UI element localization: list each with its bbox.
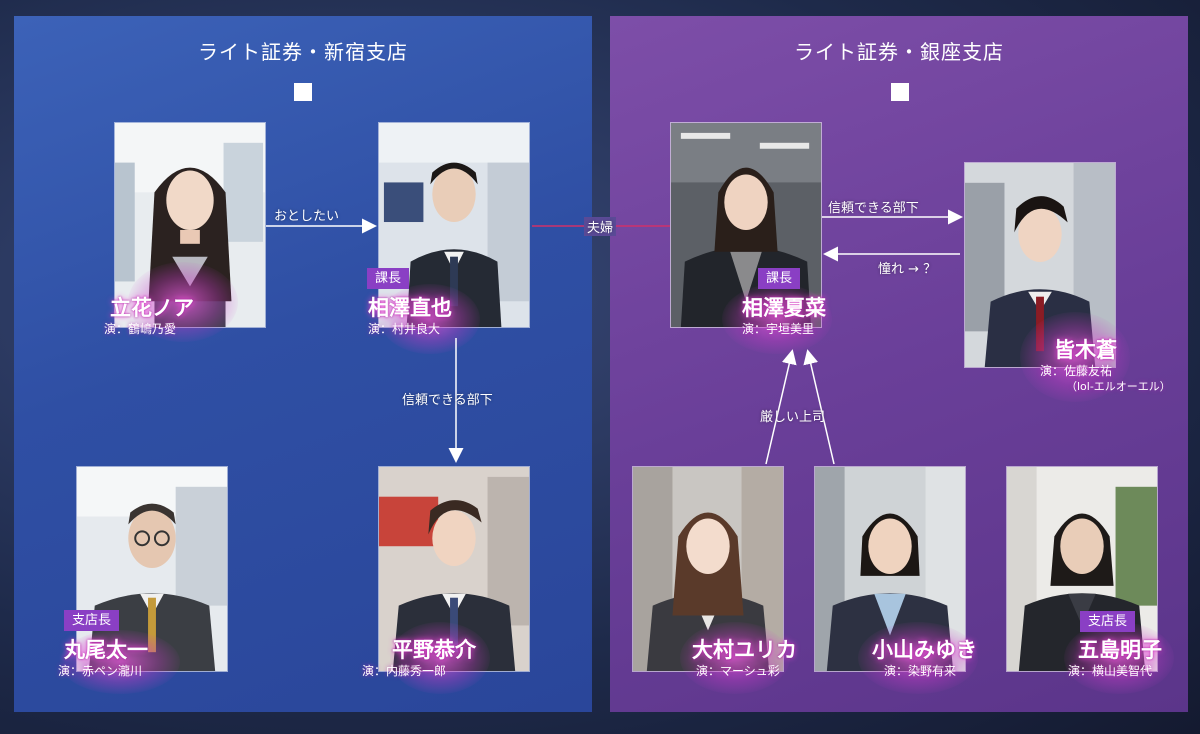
omura-name: 大村ユリカ (692, 634, 797, 664)
minaki-name: 皆木蒼 (1054, 334, 1117, 364)
goshima-actor: 演：横山美智代 (1068, 662, 1152, 679)
koyama-actor: 演：染野有来 (884, 662, 956, 679)
ginza-title-square-icon (891, 83, 909, 101)
maruo-actor: 演：赤ペン瀧川 (58, 662, 142, 679)
aizawa-naoya-name: 相澤直也 (368, 292, 452, 322)
relation-label-otoshitai: おとしたい (274, 205, 339, 224)
tachibana-actor: 演：鶴嶋乃愛 (104, 320, 176, 337)
aizawa-naoya-role-badge: 課長 (367, 268, 409, 289)
shinjuku-branch-title: ライト証券・新宿支店 (14, 36, 592, 65)
omura-actor: 演：マーシュ彩 (696, 662, 780, 679)
minaki-actor-note: （lol-エルオーエル） (1066, 378, 1171, 394)
maruo-role-badge: 支店長 (64, 610, 119, 631)
minaki-actor: 演：佐藤友祐 (1040, 362, 1112, 379)
relation-label-naoya-hirano: 信頼できる部下 (402, 389, 493, 408)
goshima-role-badge: 支店長 (1080, 611, 1135, 632)
maruo-name: 丸尾太一 (64, 634, 148, 664)
relation-label-minaki-kana: 憧れ → ？ (878, 258, 936, 277)
aizawa-kana-role-badge: 課長 (758, 268, 800, 289)
tachibana-name: 立花ノア (110, 292, 194, 322)
aizawa-kana-actor: 演：宇垣美里 (742, 320, 814, 337)
relation-label-kana-minaki: 信頼できる部下 (828, 197, 919, 216)
koyama-name: 小山みゆき (872, 634, 977, 664)
relation-label-spouse: 夫婦 (584, 217, 616, 236)
hirano-name: 平野恭介 (392, 634, 476, 664)
hirano-actor: 演：内藤秀一郎 (362, 662, 446, 679)
aizawa-naoya-actor: 演：村井良大 (368, 320, 440, 337)
goshima-name: 五島明子 (1078, 634, 1162, 664)
aizawa-kana-name: 相澤夏菜 (742, 292, 826, 322)
relation-label-strict-boss: 厳しい上司 (760, 406, 825, 425)
ginza-branch-title: ライト証券・銀座支店 (610, 36, 1188, 65)
shinjuku-title-square-icon (294, 83, 312, 101)
